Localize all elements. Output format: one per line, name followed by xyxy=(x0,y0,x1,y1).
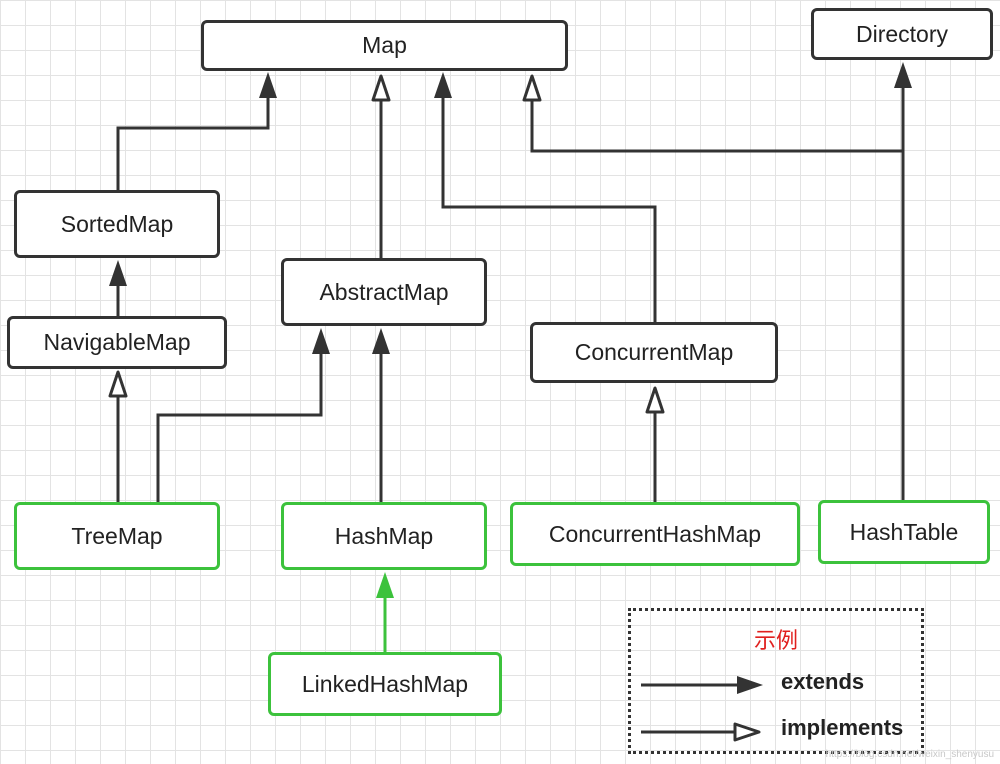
arrowhead-hollow xyxy=(108,370,128,398)
node-directory: Directory xyxy=(811,8,993,60)
legend-title: 示例 xyxy=(753,629,798,654)
node-label: AbstractMap xyxy=(319,278,449,305)
node-treemap: TreeMap xyxy=(14,502,220,570)
node-hashtable: HashTable xyxy=(818,500,990,564)
node-concurrentmap: ConcurrentMap xyxy=(530,322,778,383)
arrowhead-filled xyxy=(894,62,912,88)
legend-extends-label: extends xyxy=(781,669,865,694)
node-navigablemap: NavigableMap xyxy=(7,316,227,369)
edge-sortedmap-map xyxy=(116,98,270,190)
arrowhead-hollow xyxy=(522,74,542,102)
arrowhead-filled-green xyxy=(376,572,394,598)
edge-hashtable-map xyxy=(530,100,903,153)
edge-concurrentmap-map xyxy=(441,98,657,322)
arrowhead-filled xyxy=(312,328,330,354)
node-map: Map xyxy=(201,20,568,71)
node-label: TreeMap xyxy=(71,522,163,549)
node-label: HashMap xyxy=(334,522,434,549)
legend-implements-label: implements xyxy=(781,715,904,740)
node-abstractmap: AbstractMap xyxy=(281,258,487,326)
node-label: ConcurrentHashMap xyxy=(548,520,762,547)
legend-arrows xyxy=(641,676,763,742)
node-hashmap: HashMap xyxy=(281,502,487,570)
arrowhead-filled xyxy=(434,72,452,98)
edge-treemap-abstractmap xyxy=(156,354,323,502)
node-label: HashTable xyxy=(849,518,959,545)
legend: 示例 extends implements xyxy=(628,608,924,754)
watermark: https://blog.csdn.net/weixin_shenyusu xyxy=(825,749,994,760)
node-label: LinkedHashMap xyxy=(301,670,469,697)
node-label: Map xyxy=(362,32,407,58)
arrowhead-filled xyxy=(109,260,127,286)
node-concurrenthashmap: ConcurrentHashMap xyxy=(510,502,800,566)
node-label: SortedMap xyxy=(60,210,174,237)
node-label: NavigableMap xyxy=(43,329,191,355)
arrowhead-filled xyxy=(259,72,277,98)
node-linkedhashmap: LinkedHashMap xyxy=(268,652,502,716)
arrowhead-hollow xyxy=(371,74,391,102)
legend-implements-arrowhead xyxy=(733,722,761,742)
node-label: Directory xyxy=(855,20,948,47)
node-label: ConcurrentMap xyxy=(574,339,734,365)
legend-extends-arrowhead xyxy=(737,676,763,694)
arrowhead-hollow xyxy=(645,386,665,414)
arrowhead-filled xyxy=(372,328,390,354)
node-sortedmap: SortedMap xyxy=(14,190,220,258)
